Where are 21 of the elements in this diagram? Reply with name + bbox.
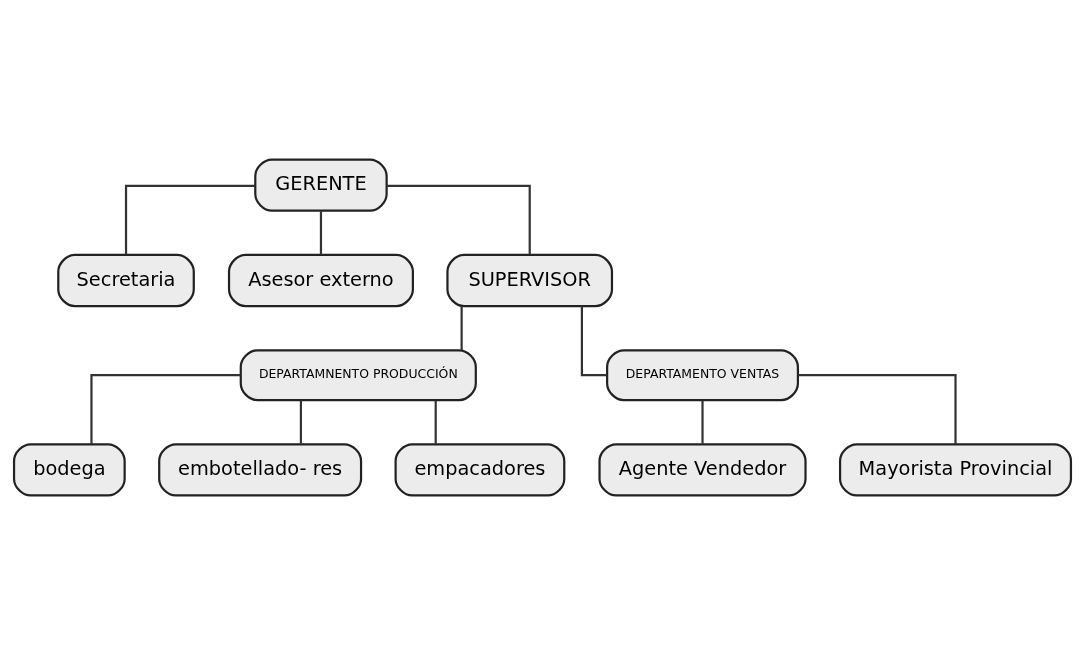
connector [701,400,704,444]
node-box: DEPARTAMENTO VENTAS [606,348,799,401]
connector [580,305,607,376]
node-box: Asesor externo [227,253,414,307]
node-box: SUPERVISOR [446,253,614,307]
node-box: embotellado- res [158,442,363,497]
connector [460,305,463,350]
connector [434,400,437,444]
node-box: Agente Vendedor [598,442,807,497]
node-box: GERENTE [254,157,388,212]
connector [299,400,302,444]
node-box: empacadores [394,442,566,497]
connector [387,184,531,255]
connector [90,373,241,444]
node-box: DEPARTAMNENTO PRODUCCIÓN [239,348,477,401]
connector [124,184,255,255]
node-box: Mayorista Provincial [838,442,1073,497]
node-box: bodega [12,442,126,497]
node-box: Secretaria [57,253,195,307]
connector [319,210,323,254]
connector [798,373,957,444]
